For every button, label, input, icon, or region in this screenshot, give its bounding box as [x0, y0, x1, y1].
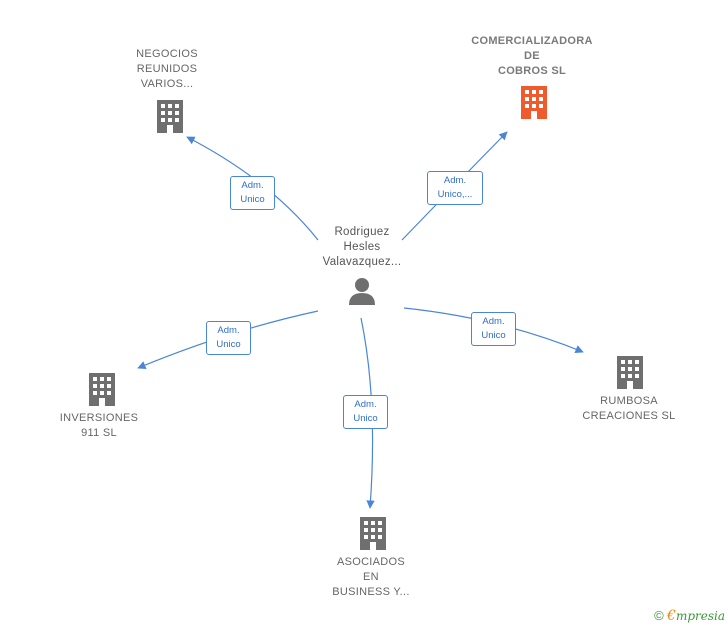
role-badge-rumbosa[interactable]: Adm. Unico: [471, 312, 516, 346]
brand-initial: €: [667, 608, 676, 624]
empresia-logo[interactable]: © €mpresia: [654, 608, 725, 624]
building-icon[interactable]: [154, 99, 186, 133]
company-name: INVERSIONES 911 SL: [59, 412, 139, 439]
company-node-negocios[interactable]: NEGOCIOS REUNIDOS VARIOS...: [117, 47, 217, 92]
building-icon[interactable]: [357, 516, 389, 550]
center-person-name: Rodriguez Hesles Valavazquez...: [322, 226, 402, 268]
brand-name: mpresia: [675, 609, 725, 623]
company-node-inversiones[interactable]: INVERSIONES 911 SL: [49, 411, 149, 441]
company-node-asociados[interactable]: ASOCIADOS EN BUSINESS Y...: [321, 555, 421, 600]
building-icon[interactable]: [86, 372, 118, 406]
role-badge-negocios[interactable]: Adm. Unico: [230, 176, 275, 210]
company-name: ASOCIADOS EN BUSINESS Y...: [332, 556, 410, 598]
company-name: NEGOCIOS REUNIDOS VARIOS...: [136, 48, 198, 90]
company-name: COMERCIALIZADORA DE COBROS SL: [471, 35, 593, 77]
company-name: RUMBOSA CREACIONES SL: [582, 395, 676, 422]
role-badge-inversiones[interactable]: Adm. Unico: [206, 321, 251, 355]
role-badge-asociados[interactable]: Adm. Unico: [343, 395, 388, 429]
role-badge-comercializadora[interactable]: Adm. Unico,...: [427, 171, 483, 205]
center-person-node[interactable]: Rodriguez Hesles Valavazquez...: [300, 225, 424, 311]
company-node-rumbosa[interactable]: RUMBOSA CREACIONES SL: [569, 394, 689, 424]
person-icon: [349, 278, 375, 305]
copyright-symbol: ©: [654, 608, 664, 623]
company-node-comercializadora[interactable]: COMERCIALIZADORA DE COBROS SL: [457, 34, 607, 79]
building-icon[interactable]: [614, 355, 646, 389]
building-icon[interactable]: [518, 85, 550, 119]
